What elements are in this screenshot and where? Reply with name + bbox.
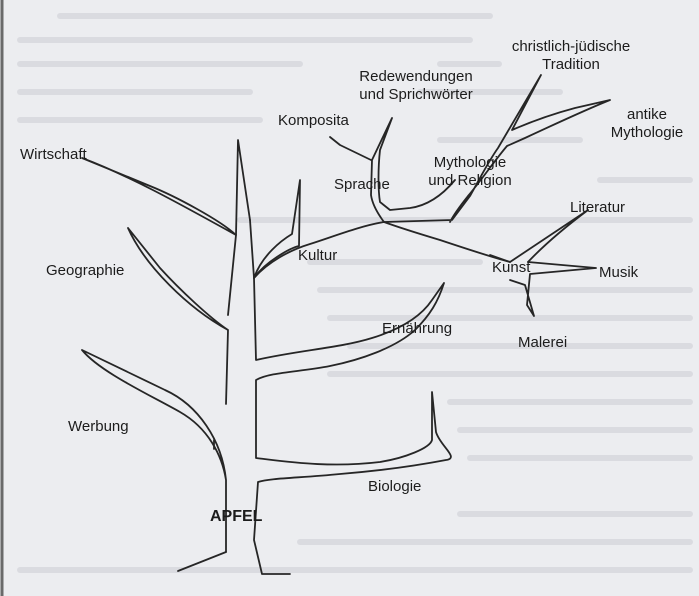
label-mythologie-religion: Mythologie und Religion — [420, 154, 520, 190]
label-kunst: Kunst — [492, 259, 530, 277]
label-antike-mythologie: antike Mythologie — [597, 106, 697, 142]
label-biologie: Biologie — [368, 478, 421, 496]
label-musik: Musik — [599, 264, 638, 282]
label-wirtschaft: Wirtschaft — [20, 146, 87, 164]
label-werbung: Werbung — [68, 418, 129, 436]
label-malerei: Malerei — [518, 334, 567, 352]
label-sprache: Sprache — [334, 176, 390, 194]
label-christlich-juedische-tradition: christlich-jüdische Tradition — [506, 38, 636, 74]
label-ernaehrung: Ernährung — [382, 320, 452, 338]
label-root-apfel: APFEL — [210, 508, 262, 526]
label-redewendungen: Redewendungen und Sprichwörter — [346, 68, 486, 104]
label-geographie: Geographie — [46, 262, 124, 280]
label-kultur: Kultur — [298, 247, 337, 265]
label-komposita: Komposita — [278, 112, 349, 130]
label-literatur: Literatur — [570, 199, 625, 217]
